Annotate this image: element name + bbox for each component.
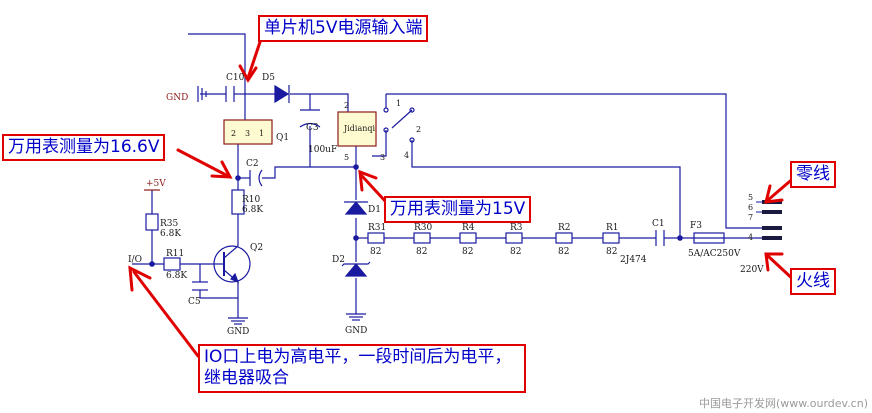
- relay-body: [337, 111, 377, 147]
- d5-diode: [274, 84, 290, 104]
- annotation-io-note: IO口上电为高电平，一段时间后为电平，继电器吸合: [198, 344, 526, 393]
- label-r30-value: 82: [416, 247, 427, 257]
- d2-diode: [344, 263, 368, 277]
- r4-resistor: [459, 232, 477, 244]
- label-c5: C5: [188, 297, 201, 307]
- label-r11-value: 6.8K: [166, 271, 187, 281]
- annotation-neutral-line: 零线: [790, 161, 836, 189]
- label-switch-pin-1: 1: [396, 99, 401, 108]
- label-c1: C1: [652, 219, 665, 229]
- q1-regulator: [223, 119, 273, 145]
- label-d2: D2: [332, 255, 345, 265]
- label-q1-pin-c: 1: [259, 129, 264, 138]
- label-gnd-left: GND: [166, 93, 188, 103]
- switch-contact-1: [383, 107, 389, 113]
- r1-resistor: [602, 232, 620, 244]
- label-gnd-d2: GND: [345, 326, 367, 336]
- label-r2-value: 82: [558, 247, 569, 257]
- label-c2: C2: [246, 159, 259, 169]
- watermark: 中国电子开发网(www.ourdev.cn): [698, 397, 868, 410]
- annotation-meter-16-6v: 万用表测量为16.6V: [2, 134, 166, 162]
- label-q2: Q2: [250, 243, 263, 253]
- components: [144, 84, 725, 325]
- label-switch-pin-4: 4: [404, 151, 409, 160]
- label-switch-pin-2: 2: [416, 125, 421, 134]
- label-relay: Jidianqi: [343, 124, 375, 133]
- label-r4: R4: [462, 223, 475, 233]
- annotation-meter-15v: 万用表测量为15V: [384, 196, 532, 224]
- label-relay-pin-5: 5: [344, 153, 349, 162]
- label-220v: 220V: [740, 265, 764, 275]
- label-q1-pin-b: 3: [245, 129, 250, 138]
- label-relay-pin-3: 3: [380, 153, 385, 162]
- label-d1: D1: [368, 205, 381, 215]
- component-labels: GND C10 D5 C3 100uF Q1 2 3 1 Jidianqi 2 …: [128, 73, 764, 337]
- label-r35-value: 6.8K: [160, 229, 181, 239]
- label-r10: R10: [242, 195, 261, 205]
- label-io: I/O: [128, 255, 142, 265]
- label-r11: R11: [166, 249, 184, 259]
- label-c1-value: 2J474: [620, 255, 647, 265]
- label-d5: D5: [262, 73, 275, 83]
- label-c10: C10: [226, 73, 245, 83]
- label-relay-pin-2: 2: [344, 101, 349, 110]
- label-gnd-q2: GND: [227, 327, 249, 337]
- label-terminal-7: 7: [748, 213, 753, 222]
- d1-diode: [344, 201, 368, 215]
- r10-resistor: [231, 189, 245, 215]
- label-r1-value: 82: [606, 247, 617, 257]
- r3-resistor: [505, 232, 523, 244]
- r31-resistor: [367, 232, 385, 244]
- r30-resistor: [413, 232, 431, 244]
- r35-resistor: [145, 213, 159, 231]
- label-r1: R1: [606, 223, 619, 233]
- label-r31-value: 82: [370, 247, 381, 257]
- label-r4-value: 82: [462, 247, 473, 257]
- label-terminal-4: 4: [748, 233, 753, 242]
- label-c3: C3: [306, 123, 319, 133]
- label-f3: F3: [690, 221, 702, 231]
- terminal-block: [756, 200, 782, 240]
- r11-resistor: [163, 257, 181, 271]
- annotation-live-line: 火线: [790, 268, 836, 296]
- label-r30: R30: [414, 223, 433, 233]
- label-f3-value: 5A/AC250V: [688, 249, 741, 259]
- r2-resistor: [555, 232, 573, 244]
- label-r35: R35: [160, 219, 179, 229]
- label-q1: Q1: [276, 133, 289, 143]
- label-q1-pin-a: 2: [231, 129, 236, 138]
- annotation-arrows: [128, 34, 798, 358]
- label-r2: R2: [558, 223, 571, 233]
- label-r3-value: 82: [510, 247, 521, 257]
- annotation-mcu-power: 单片机5V电源输入端: [258, 15, 429, 43]
- label-c3-value: 100uF: [308, 145, 337, 155]
- label-terminal-5: 5: [748, 193, 753, 202]
- label-r31: R31: [368, 223, 386, 233]
- label-terminal-6: 6: [748, 203, 753, 212]
- label-r10-value: 6.8K: [242, 205, 263, 215]
- label-r3: R3: [510, 223, 523, 233]
- label-5v: +5V: [146, 179, 166, 189]
